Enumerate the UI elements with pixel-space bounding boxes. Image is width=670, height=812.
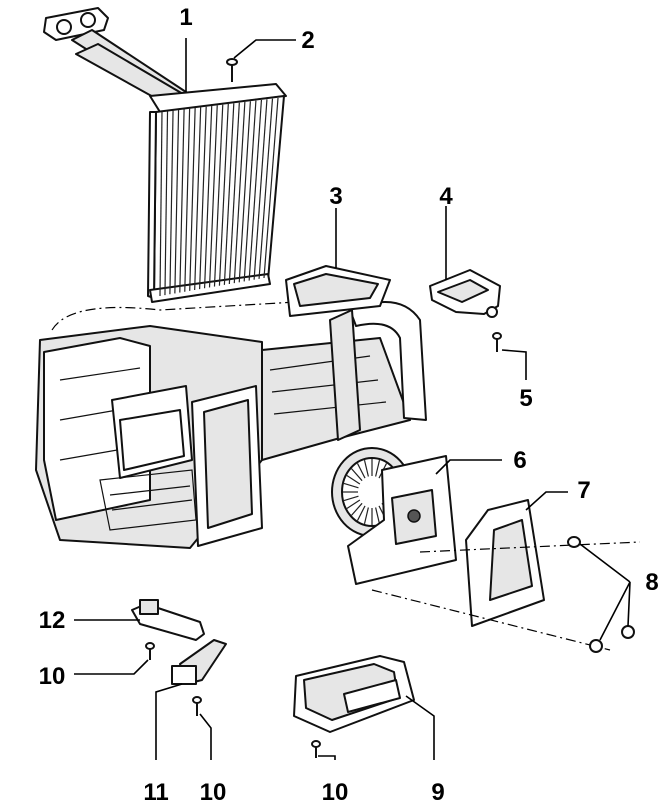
heater-fin xyxy=(189,107,196,291)
heater-fin xyxy=(218,103,229,286)
alignment-line-b xyxy=(371,589,611,651)
leader-2 xyxy=(233,39,296,59)
heater-fin xyxy=(208,105,218,288)
screw-5 xyxy=(492,332,502,352)
callout-2: 2 xyxy=(301,27,314,54)
blower-blade xyxy=(375,459,381,477)
blower-blade xyxy=(375,507,381,525)
leader-11 xyxy=(155,683,183,760)
lever-12 xyxy=(131,599,205,641)
leader-10b xyxy=(199,713,212,760)
leader-5 xyxy=(501,349,527,380)
blower-blade xyxy=(351,468,363,482)
alignment-line-a xyxy=(419,541,641,553)
heater-fin xyxy=(228,102,240,285)
blower-blade xyxy=(363,459,369,477)
screw-2 xyxy=(226,58,238,82)
callout-11: 11 xyxy=(143,779,168,806)
blower-motor-6 xyxy=(331,447,457,585)
bracket-4 xyxy=(429,269,501,318)
callout-12: 12 xyxy=(39,607,66,634)
blower-blade xyxy=(346,474,361,485)
heater-tank-top xyxy=(149,83,287,113)
heater-fin xyxy=(223,103,235,285)
heater-fin xyxy=(184,108,191,292)
blower-blade xyxy=(356,463,366,479)
heater-fin xyxy=(213,104,224,287)
callout-6: 6 xyxy=(513,447,526,474)
heater-fin xyxy=(169,110,174,295)
heater-fin xyxy=(194,107,202,291)
heater-fin xyxy=(258,98,274,279)
blower-blade xyxy=(346,499,361,510)
heater-fin xyxy=(199,106,207,290)
leader-9 xyxy=(405,695,435,760)
heater-fin xyxy=(179,109,185,293)
leader-10a xyxy=(74,659,149,675)
blower-blade xyxy=(356,505,366,521)
heater-fin xyxy=(164,111,169,296)
callout-4: 4 xyxy=(439,183,453,210)
callout-1: 1 xyxy=(179,4,192,31)
blower-blade xyxy=(343,495,359,502)
screw-10b xyxy=(192,696,202,716)
clips-8 xyxy=(567,536,635,653)
heater-fin xyxy=(238,101,251,283)
heater-fin xyxy=(159,111,163,297)
callout-7: 7 xyxy=(577,477,590,504)
callout-8: 8 xyxy=(645,569,658,596)
screw-10c xyxy=(311,740,321,758)
leader-10c xyxy=(318,755,336,760)
heater-fin xyxy=(203,105,213,289)
lever-11 xyxy=(171,639,227,685)
leader-8 xyxy=(579,543,631,641)
heater-fin xyxy=(248,99,263,281)
heater-fin xyxy=(263,97,279,279)
callout-5: 5 xyxy=(519,385,532,412)
callout-10c: 10 xyxy=(322,779,349,806)
flap-housing-9 xyxy=(293,655,415,733)
heater-housing xyxy=(35,265,427,549)
blower-blade xyxy=(343,482,359,489)
screw-10a xyxy=(145,642,155,660)
heater-fin xyxy=(174,109,180,294)
heater-tank-bottom xyxy=(149,273,271,303)
heater-fin xyxy=(233,101,246,284)
callout-10b: 10 xyxy=(200,779,227,806)
blower-blade xyxy=(351,502,363,516)
callout-3: 3 xyxy=(329,183,342,210)
leader-6 xyxy=(435,459,502,475)
blower-blade xyxy=(363,507,369,525)
heater-fin xyxy=(253,99,268,280)
leader-7 xyxy=(525,491,568,511)
callout-9: 9 xyxy=(431,779,444,806)
heater-fin xyxy=(243,100,257,282)
heater-core xyxy=(43,7,287,303)
callout-10a: 10 xyxy=(39,663,66,690)
cover-plate-7 xyxy=(465,499,545,627)
